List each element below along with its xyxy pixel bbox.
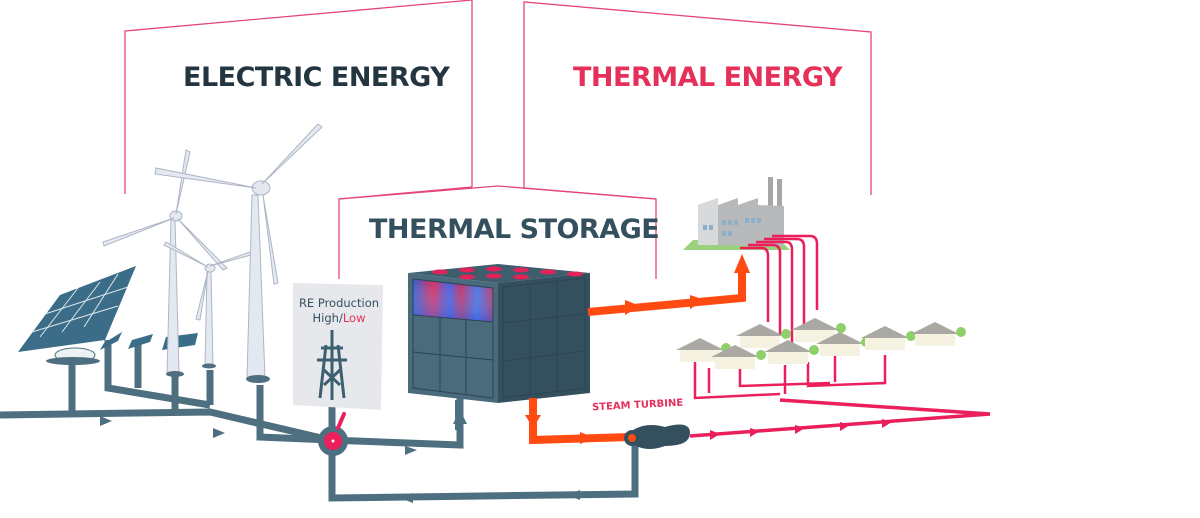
arrow <box>100 416 112 426</box>
electric-energy-heading: ELECTRIC ENERGY <box>183 62 450 93</box>
re-production-label: RE Production High/Low <box>294 296 384 326</box>
re-high-label: High/ <box>312 311 343 325</box>
steam-turbine <box>624 424 690 449</box>
arrow <box>213 428 225 438</box>
thermal-energy-heading: THERMAL ENERGY <box>573 62 843 93</box>
re-production-line1: RE Production <box>298 296 380 310</box>
house <box>911 322 966 346</box>
house <box>764 340 819 364</box>
thermal-storage-heading: THERMAL STORAGE <box>369 214 660 245</box>
houses <box>676 318 966 369</box>
electric-energy-frame <box>124 0 473 194</box>
arrow <box>567 490 580 500</box>
thermal-storage-frame <box>338 185 657 279</box>
thermal-output-line <box>689 398 991 438</box>
house <box>676 338 731 362</box>
house <box>861 326 916 350</box>
house <box>736 324 791 348</box>
arrow <box>405 446 417 455</box>
thermal-energy-frame <box>523 1 872 195</box>
thermal-storage-cube <box>408 264 590 430</box>
district-heating-network <box>693 234 887 400</box>
heat-flow-arrows <box>525 254 750 444</box>
thermal-output-arrows <box>710 419 892 440</box>
re-production-panel <box>293 283 383 410</box>
heat-flow <box>529 264 746 445</box>
solar-panel-large <box>18 266 136 365</box>
power-pylon-icon <box>317 330 347 400</box>
solar-panels-small <box>100 332 198 350</box>
wind-turbines <box>102 123 323 383</box>
switch-valve[interactable] <box>318 412 348 456</box>
arrow <box>400 493 413 503</box>
house <box>791 318 846 342</box>
re-production-line2: High/Low <box>294 311 384 326</box>
house <box>711 345 766 369</box>
heat-vents <box>432 266 583 280</box>
re-low-label: Low <box>342 311 366 325</box>
